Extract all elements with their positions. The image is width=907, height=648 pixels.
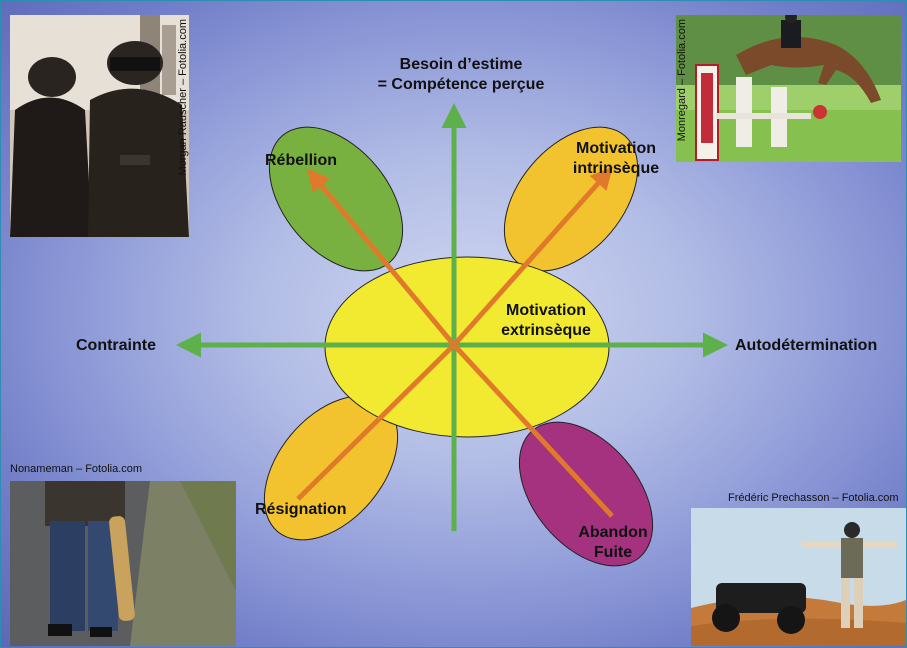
resignation-label: Résignation bbox=[255, 501, 347, 518]
arrow-to-rebellion bbox=[307, 168, 456, 347]
photo-horse-jump: Monregard – Fotolia.com bbox=[676, 15, 901, 162]
center-lobe-label: Motivation extrinsèque bbox=[501, 302, 591, 339]
line-to-abandon bbox=[452, 343, 614, 518]
lobe-rebellion bbox=[268, 126, 404, 272]
photo-credit-bottom-right: Frédéric Prechasson – Fotolia.com bbox=[728, 492, 899, 504]
photo-credit-top-left: Morgan Rauscher – Fotolia.com bbox=[177, 19, 189, 176]
photo-hooded-people: Morgan Rauscher – Fotolia.com bbox=[10, 15, 189, 237]
arrow-to-intrinsic bbox=[452, 166, 613, 347]
intrinsic-label: Motivation intrinsèque bbox=[572, 140, 660, 177]
line-to-resignation bbox=[296, 343, 456, 501]
photo-skateboarder bbox=[10, 481, 236, 646]
photo-credit-bottom-left: Nonameman – Fotolia.com bbox=[10, 463, 143, 475]
abandon-label: Abandon Fuite bbox=[578, 524, 648, 561]
left-axis-label: Contrainte bbox=[76, 337, 156, 354]
photo-credit-top-right: Monregard – Fotolia.com bbox=[676, 19, 688, 142]
rebellion-label: Rébellion bbox=[265, 152, 338, 169]
right-axis-label: Autodétermination bbox=[735, 337, 878, 354]
vertical-axis-label: Besoin d’estime = Compétence perçue bbox=[377, 56, 545, 93]
photo-quad-desert bbox=[691, 508, 906, 646]
